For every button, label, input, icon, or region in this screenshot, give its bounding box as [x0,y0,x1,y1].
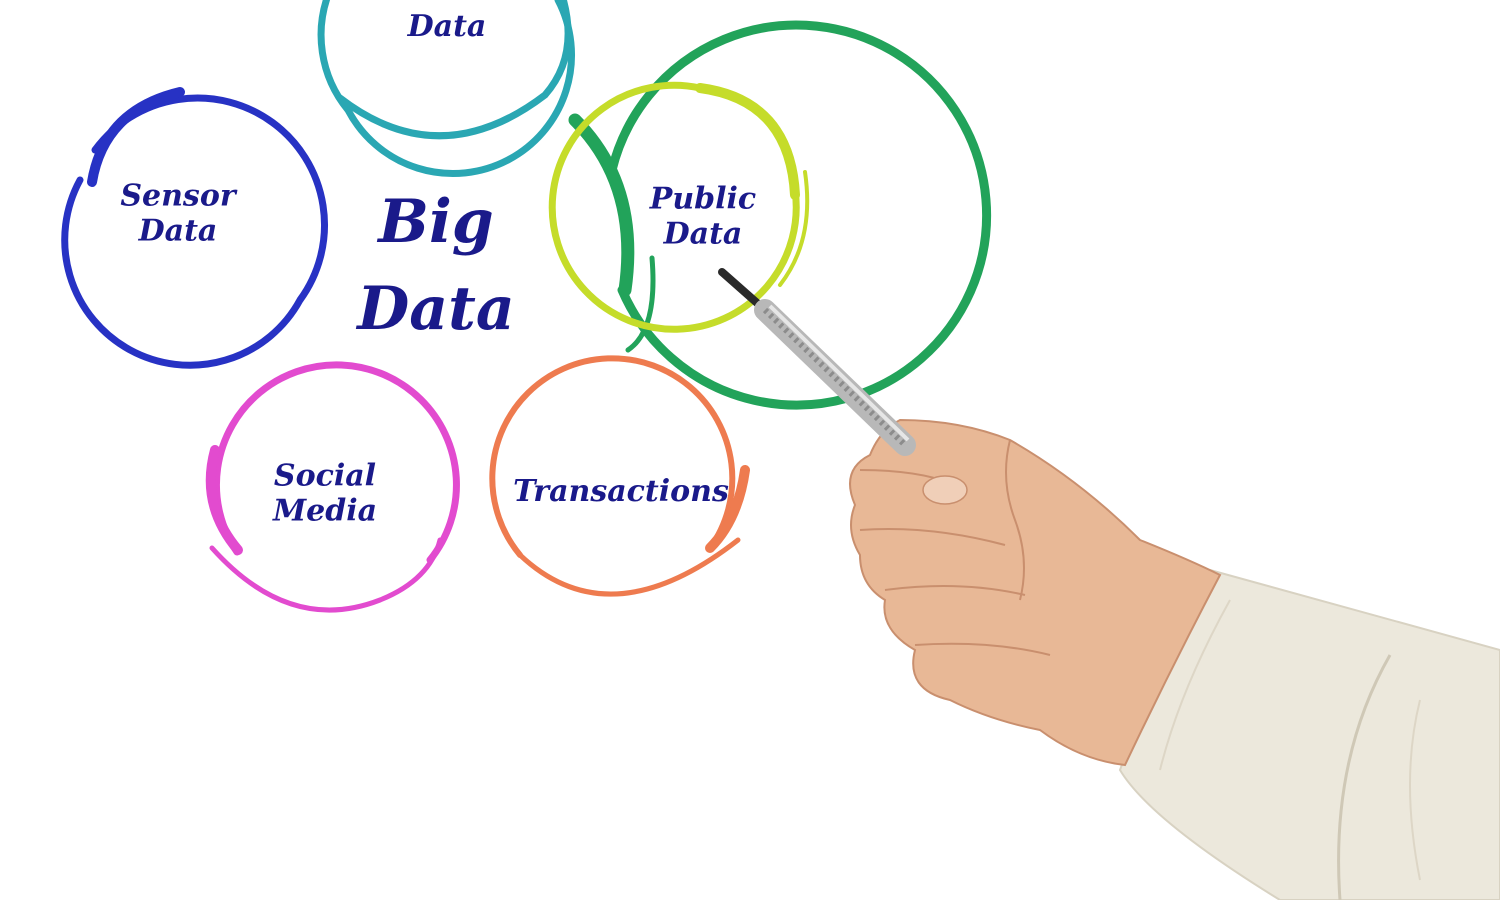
public-circle [548,81,800,333]
pen [718,268,916,456]
center-circle [607,20,992,410]
sensor-label-line-2: Data [138,213,218,248]
shirt-sleeve [1118,568,1500,900]
top-label-line-2: Data [407,8,487,44]
center-label-line-1: Big [378,187,494,257]
public-label: Public Data [649,181,757,252]
sensor-circle-stroke-start [87,87,185,187]
top-label: Data [407,8,487,45]
public-circle-stroke-end [695,83,800,200]
center-label-line-2: Data [357,274,515,344]
social-label: Social Media [272,458,378,529]
center-circle-stroke-end [568,113,635,297]
public-label-line-1: Public [649,181,757,217]
transactions-circle [489,355,736,558]
transactions-label-line-1: Transactions [513,473,729,509]
social-label-line-2: Media [272,493,378,528]
social-label-line-1: Social [273,458,377,494]
social-circle [212,361,460,564]
sensor-circle [61,94,328,369]
top-circle-arc [336,0,572,140]
public-circle-tail [778,170,810,287]
center-circle-tail [625,255,656,353]
center-label: Big Data [357,179,515,353]
hand [849,418,1222,767]
transactions-circle-bottom [517,537,741,597]
sensor-label-line-1: Sensor [120,178,236,214]
sensor-label: Sensor Data [120,178,236,249]
social-circle-stroke-start [205,445,243,555]
public-label-line-2: Data [663,216,743,251]
transactions-label: Transactions [513,473,729,510]
transactions-circle-stroke-end [705,465,750,553]
social-circle-bottom [209,537,443,613]
